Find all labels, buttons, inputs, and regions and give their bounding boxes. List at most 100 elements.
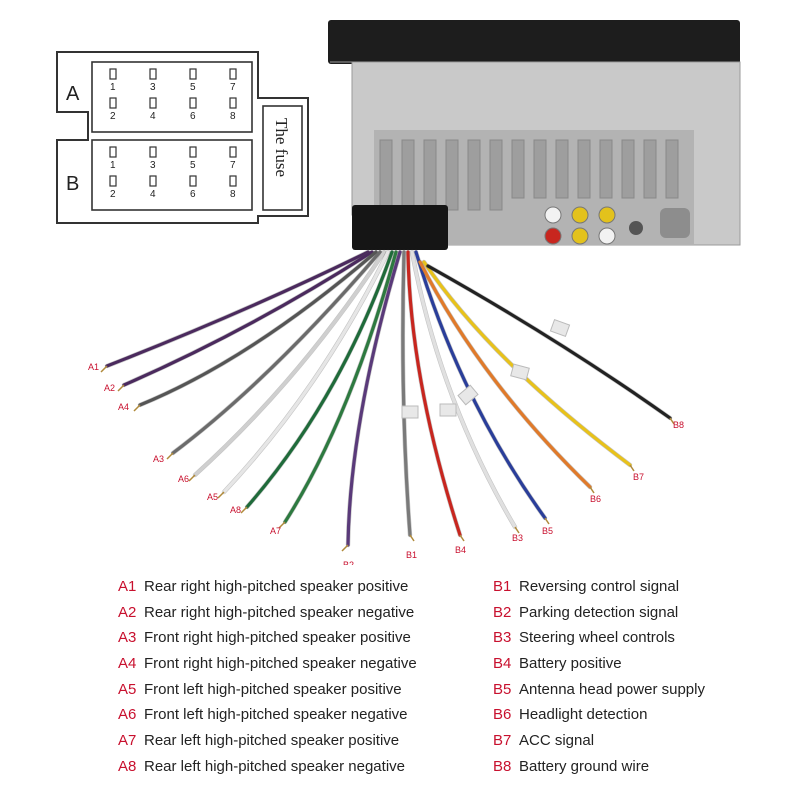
wire-a5: [222, 250, 390, 494]
wire-label: A2: [104, 383, 115, 393]
wire-label: A6: [178, 474, 189, 484]
wire-a6: [193, 250, 386, 477]
heat-sink-fin: [423, 139, 437, 211]
wire-tip: [409, 534, 415, 542]
pin-socket: [109, 175, 117, 187]
wire-shadow: [221, 249, 391, 495]
pin-number: 3: [150, 82, 156, 93]
legend-row: B5 Antenna head power supply: [493, 681, 793, 707]
pin-socket: [229, 175, 237, 187]
heat-sink-fin: [489, 139, 503, 211]
pin-socket: [149, 175, 157, 187]
wire-a3: [171, 250, 382, 455]
wire-tip: [669, 417, 675, 425]
wire-tip: [589, 486, 595, 494]
legend-row: A7 Rear left high-pitched speaker positiv…: [118, 732, 478, 758]
pin-number: 5: [190, 160, 196, 171]
wire-tag: [439, 403, 457, 417]
pin-socket: [229, 146, 237, 158]
pin-number: 7: [230, 82, 236, 93]
wire-b4: [406, 250, 462, 537]
head-unit: [328, 20, 741, 250]
wire-a2: [122, 250, 374, 387]
rca-jack-yellow-top-2: [598, 206, 616, 224]
pin-number: 2: [110, 111, 116, 122]
wire-tip: [514, 526, 520, 534]
pin-number: 6: [190, 111, 196, 122]
rca-jack-yellow-top: [571, 206, 589, 224]
heat-sink-fin: [379, 139, 393, 211]
row-a-box: [91, 61, 253, 133]
wire-b8: [426, 264, 672, 420]
legend-description: Steering wheel controls: [519, 629, 675, 647]
wire-tip: [100, 365, 108, 373]
legend-row: B1 Reversing control signal: [493, 578, 793, 604]
wire-label: B3: [512, 533, 523, 543]
wire-tip: [133, 404, 141, 412]
legend-code: A4: [118, 655, 137, 673]
legend-code: A1: [118, 578, 137, 595]
wire-tip: [278, 521, 286, 529]
heat-sink-fin: [511, 139, 525, 199]
row-b-label: B: [66, 173, 79, 195]
rca-jack-yellow: [571, 227, 589, 245]
wire-tip: [117, 384, 125, 392]
pin-number: 6: [190, 189, 196, 200]
legend-code: B3: [493, 629, 512, 647]
wire-a4: [138, 250, 378, 407]
pin-socket: [149, 68, 157, 80]
wire-tag: [510, 363, 530, 381]
legend-code: B1: [493, 578, 512, 595]
legend-row: A5 Front left high-pitched speaker positi…: [118, 681, 478, 707]
heat-sink-fin: [533, 139, 547, 199]
legend-code: A6: [118, 706, 137, 724]
wire-tip: [544, 517, 550, 525]
wire-label: B6: [590, 494, 601, 504]
connector-outline: [56, 51, 309, 224]
wiring-plug: [352, 205, 448, 250]
head-unit-faceplate: [328, 20, 740, 64]
legend-description: Rear right high-pitched speaker positive: [144, 578, 409, 595]
legend-code: B5: [493, 680, 512, 698]
wire-b6: [418, 260, 592, 489]
legend-code: B7: [493, 732, 512, 750]
legend-description: Rear left high-pitched speaker positive: [144, 732, 400, 750]
heat-sink-fin: [401, 139, 415, 211]
wire-tip: [629, 464, 635, 472]
legend-row: A1 Rear right high-pitched speaker positi…: [118, 578, 478, 604]
legend-description: ACC signal: [519, 732, 595, 750]
legend-description: Parking detection signal: [519, 603, 679, 621]
pin-socket: [109, 146, 117, 158]
pin-number: 1: [110, 160, 116, 171]
legend-description: Front left high-pitched speaker positive: [144, 680, 402, 698]
wire-b3: [410, 250, 517, 529]
legend-description: Battery positive: [519, 655, 622, 673]
legend-code: A8: [118, 757, 137, 775]
wire-label: B5: [542, 526, 553, 536]
pin-number: 3: [150, 160, 156, 171]
pin-socket: [189, 68, 197, 80]
wire-label: B4: [455, 545, 466, 555]
wire-tag: [457, 384, 479, 406]
legend-description: Reversing control signal: [519, 578, 680, 595]
legend-code: A5: [118, 680, 137, 698]
pin-socket: [189, 146, 197, 158]
pin-number: 2: [110, 189, 116, 200]
heat-sink-fin: [555, 139, 569, 199]
legend-code: A7: [118, 732, 137, 750]
wire-label: A3: [153, 454, 164, 464]
pin-socket: [149, 146, 157, 158]
wire-label: B1: [406, 550, 417, 560]
fuse-box: [262, 105, 303, 211]
heat-sink-fin: [599, 139, 613, 199]
legend-description: Antenna head power supply: [519, 680, 705, 698]
wire-tip: [188, 474, 196, 482]
